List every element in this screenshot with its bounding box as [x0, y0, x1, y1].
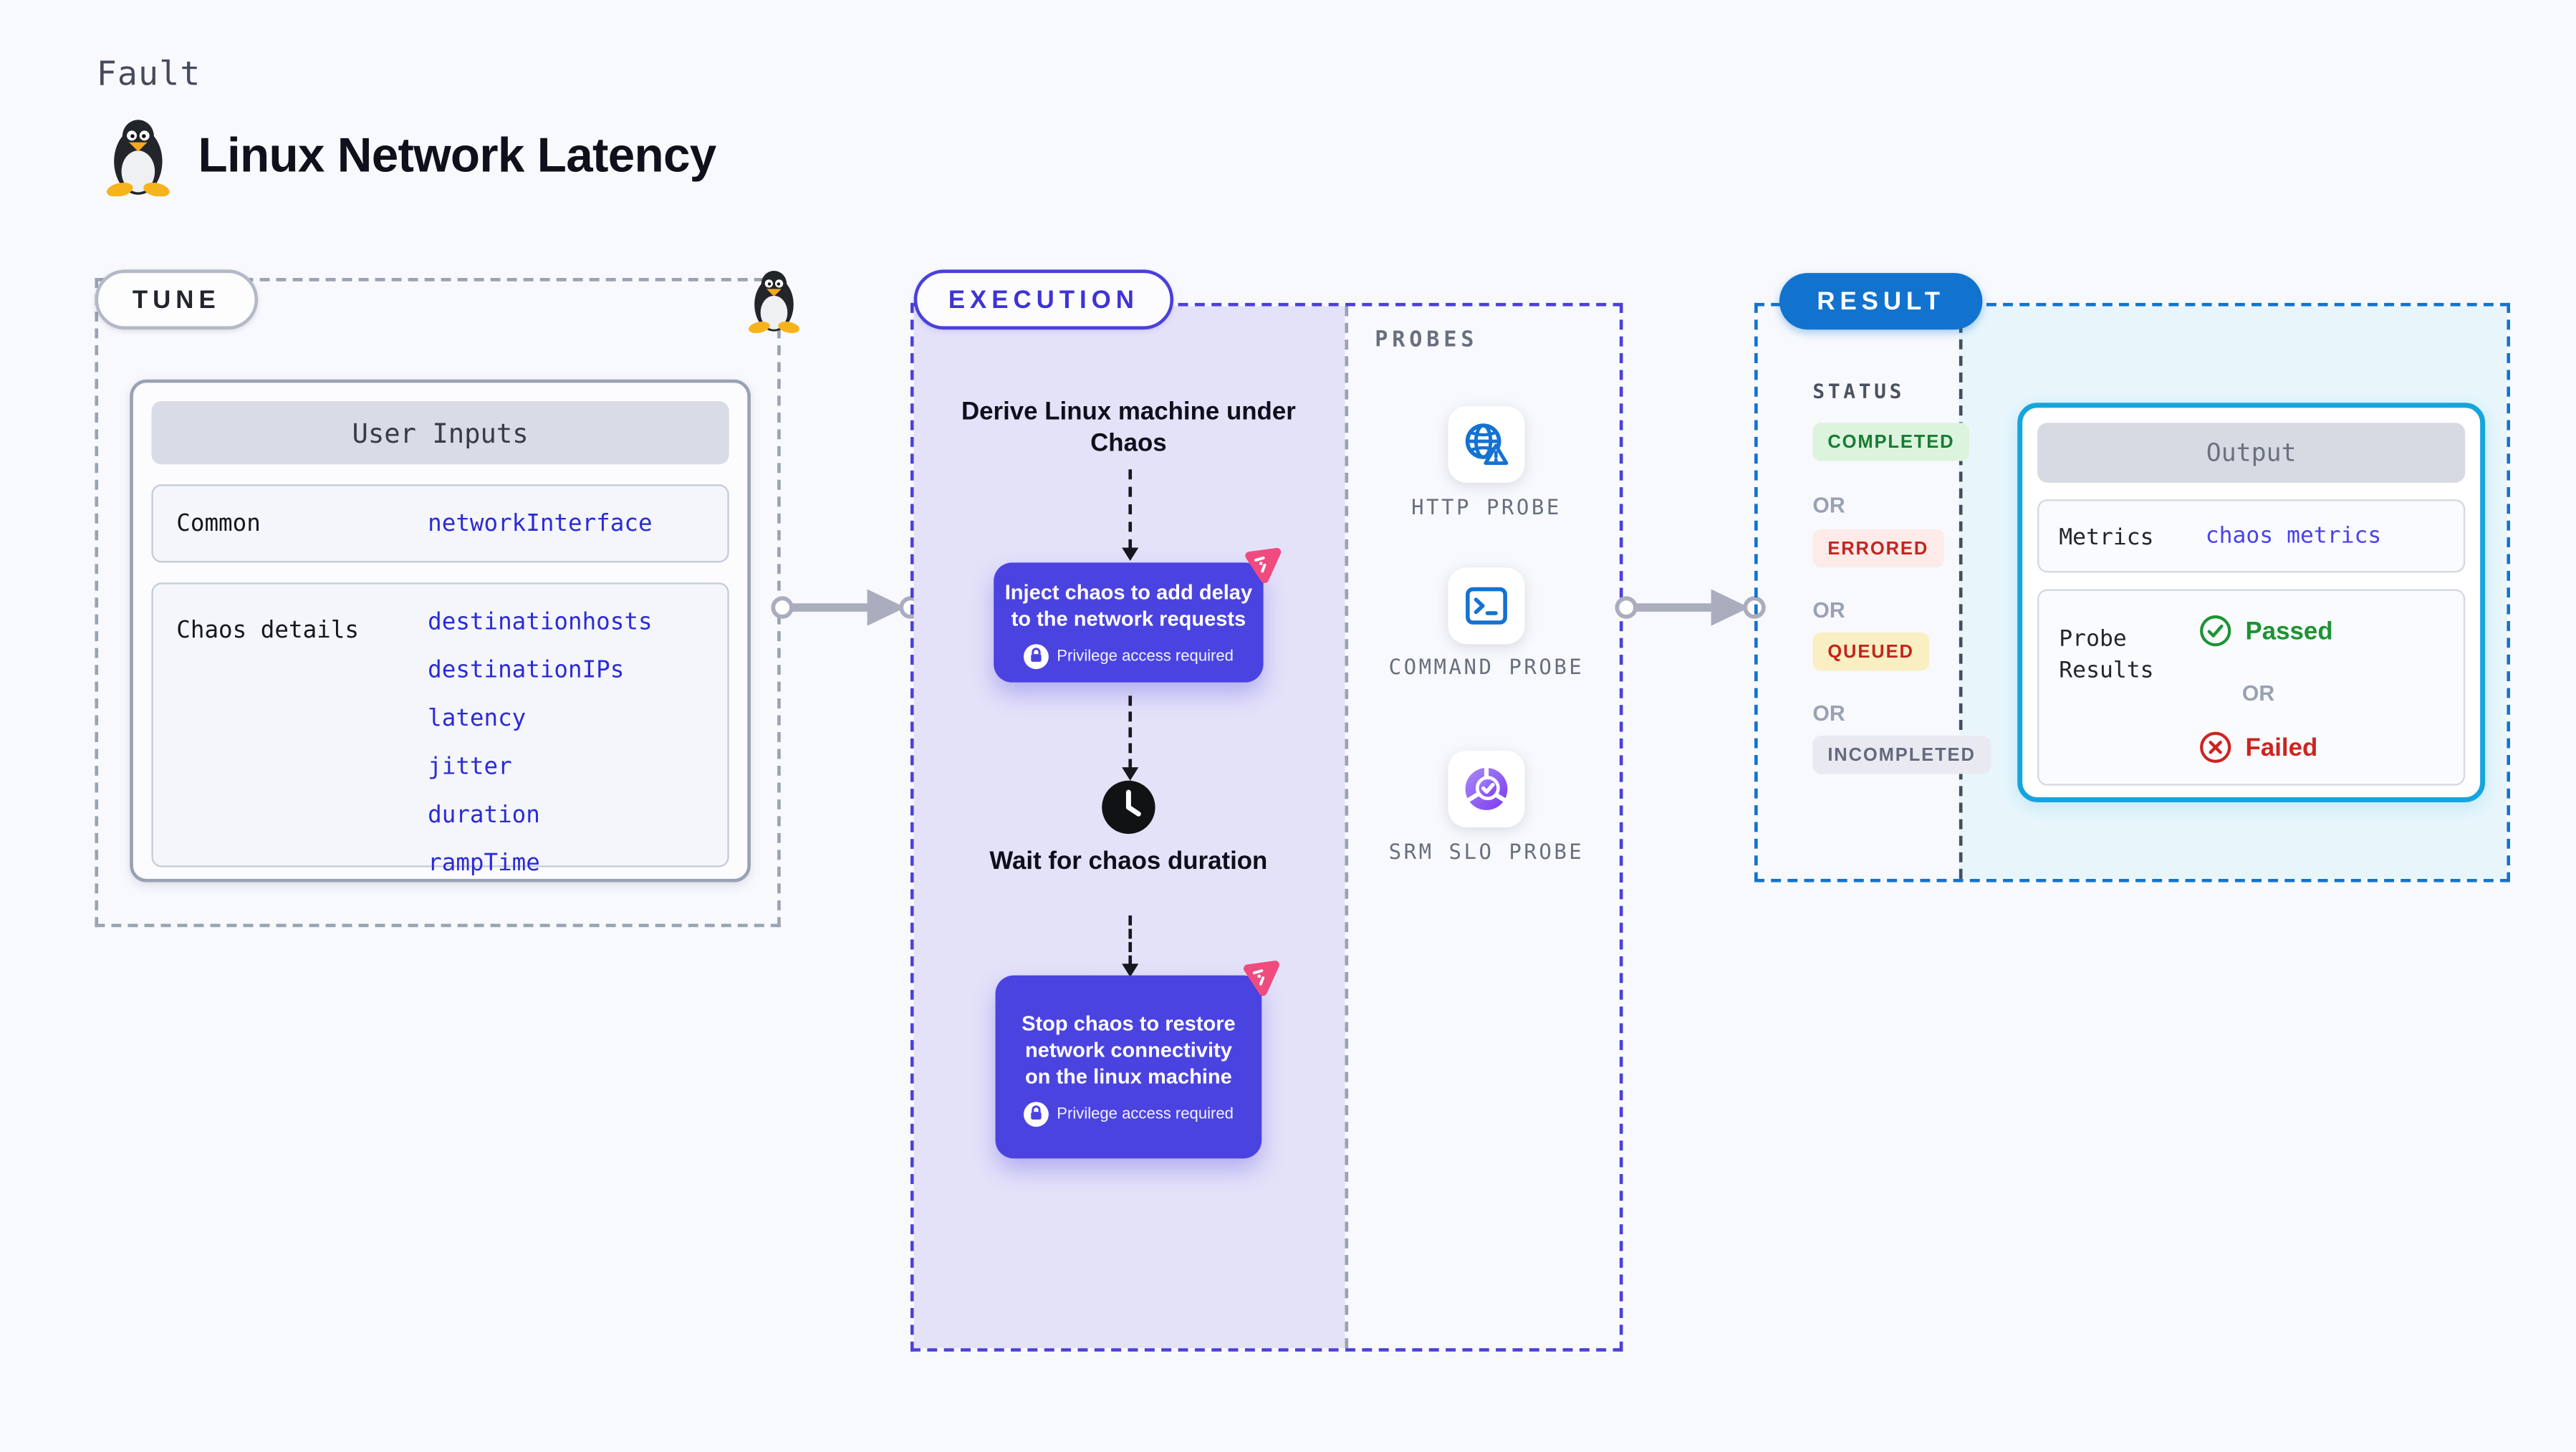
chaos-value: duration: [428, 802, 540, 830]
failed-result: Failed: [2198, 731, 2317, 764]
failed-label: Failed: [2245, 733, 2318, 762]
tune-pill: TUNE: [95, 269, 259, 330]
lock-icon: [1023, 1101, 1049, 1126]
command-probe-label: COMMAND PROBE: [1388, 654, 1585, 680]
metrics-label: Metrics: [2059, 524, 2154, 552]
user-inputs-header: User Inputs: [151, 400, 729, 465]
inject-step-text: Inject chaos to add delay to the network…: [1004, 580, 1253, 630]
or-label: OR: [1812, 492, 1845, 518]
execution-to-result-arrow: [1615, 589, 1766, 626]
flow-arrow-3: [1122, 915, 1139, 977]
http-probe-card: [1448, 405, 1525, 483]
user-inputs-card: User Inputs Common networkInterface Chao…: [130, 379, 751, 883]
passed-result: Passed: [2198, 614, 2333, 647]
metrics-row: Metrics chaos metrics: [2037, 499, 2466, 573]
status-badge-queued: QUEUED: [1812, 632, 1929, 671]
probe-results-row: Probe Results Passed OR Failed: [2037, 589, 2466, 786]
execution-section-box: Derive Linux machine under Chaos Inject …: [910, 302, 1623, 1352]
probes-title: PROBES: [1375, 327, 1479, 353]
result-pill: RESULT: [1779, 273, 1983, 330]
result-status-divider: [1959, 306, 1963, 879]
chaos-fault-icon: [1244, 961, 1279, 996]
tune-to-execution-arrow: [771, 589, 922, 626]
command-probe-card: [1448, 567, 1525, 645]
wait-step-text: Wait for chaos duration: [989, 847, 1268, 876]
status-title: STATUS: [1812, 379, 1905, 403]
execution-pill-label: EXECUTION: [948, 285, 1139, 314]
chaos-value: destinationIPs: [428, 657, 625, 684]
or-label: OR: [1812, 597, 1845, 623]
common-row-value: networkInterface: [428, 511, 653, 538]
metrics-value: chaos metrics: [2205, 522, 2382, 549]
linux-tux-icon: [107, 120, 170, 197]
chaos-fault-icon: [1245, 547, 1282, 584]
probe-results-label: Probe Results: [2059, 625, 2154, 684]
page-title: Linux Network Latency: [198, 130, 717, 183]
chaos-details-row: Chaos details destinationhosts destinati…: [151, 582, 729, 878]
result-section-box: STATUS COMPLETED OR ERRORED OR QUEUED OR…: [1754, 302, 2510, 883]
chaos-value: destinationhosts: [428, 609, 653, 636]
privilege-note: Privilege access required: [1057, 1104, 1234, 1123]
check-circle-icon: [2200, 615, 2231, 647]
stop-chaos-step: Stop chaos to restore network connectivi…: [995, 961, 1279, 1159]
or-label: OR: [2241, 681, 2275, 706]
flow-arrow-1: [1122, 469, 1139, 562]
chaos-value: latency: [428, 706, 527, 733]
flow-arrow-2: [1122, 696, 1139, 781]
tux-corner-icon: [748, 271, 799, 334]
execution-pill: EXECUTION: [913, 269, 1174, 330]
common-row-label: Common: [176, 511, 261, 538]
stop-step-text: Stop chaos to restore network connectivi…: [1022, 1011, 1236, 1088]
x-circle-icon: [2200, 731, 2231, 763]
command-probe-icon: [1466, 587, 1507, 625]
chaos-details-values: destinationhosts destinationIPs latency …: [428, 609, 652, 877]
srm-slo-probe-card: [1448, 750, 1525, 827]
common-input-row: Common networkInterface: [151, 484, 729, 563]
srm-slo-probe-label: SRM SLO PROBE: [1388, 839, 1585, 864]
http-probe-label: HTTP PROBE: [1411, 494, 1562, 519]
result-pill-label: RESULT: [1817, 287, 1945, 316]
http-probe-icon: [1465, 423, 1509, 466]
privilege-row: Privilege access required: [1023, 643, 1234, 668]
chaos-value: jitter: [428, 754, 512, 781]
privilege-note: Privilege access required: [1057, 646, 1234, 665]
srm-slo-probe-icon: [1465, 766, 1508, 810]
status-badge-errored: ERRORED: [1812, 529, 1944, 568]
chaos-value: rampTime: [428, 850, 540, 878]
derive-step-text: Derive Linux machine under Chaos: [961, 398, 1296, 458]
passed-label: Passed: [2245, 616, 2333, 645]
clock-icon: [1102, 780, 1155, 835]
fault-kicker: Fault: [96, 53, 201, 94]
inject-chaos-step: Inject chaos to add delay to the network…: [994, 547, 1282, 683]
chaos-details-label: Chaos details: [176, 617, 359, 645]
status-badge-completed: COMPLETED: [1812, 423, 1970, 461]
status-badge-incompleted: INCOMPLETED: [1812, 736, 1991, 774]
privilege-row: Privilege access required: [1023, 1101, 1234, 1126]
or-label: OR: [1812, 701, 1845, 726]
execution-probes-divider: [1345, 306, 1349, 1349]
lock-icon: [1023, 643, 1049, 668]
output-card: Output Metrics chaos metrics Probe Resul…: [2017, 403, 2486, 802]
tune-pill-label: TUNE: [132, 285, 221, 314]
output-header: Output: [2037, 423, 2466, 483]
